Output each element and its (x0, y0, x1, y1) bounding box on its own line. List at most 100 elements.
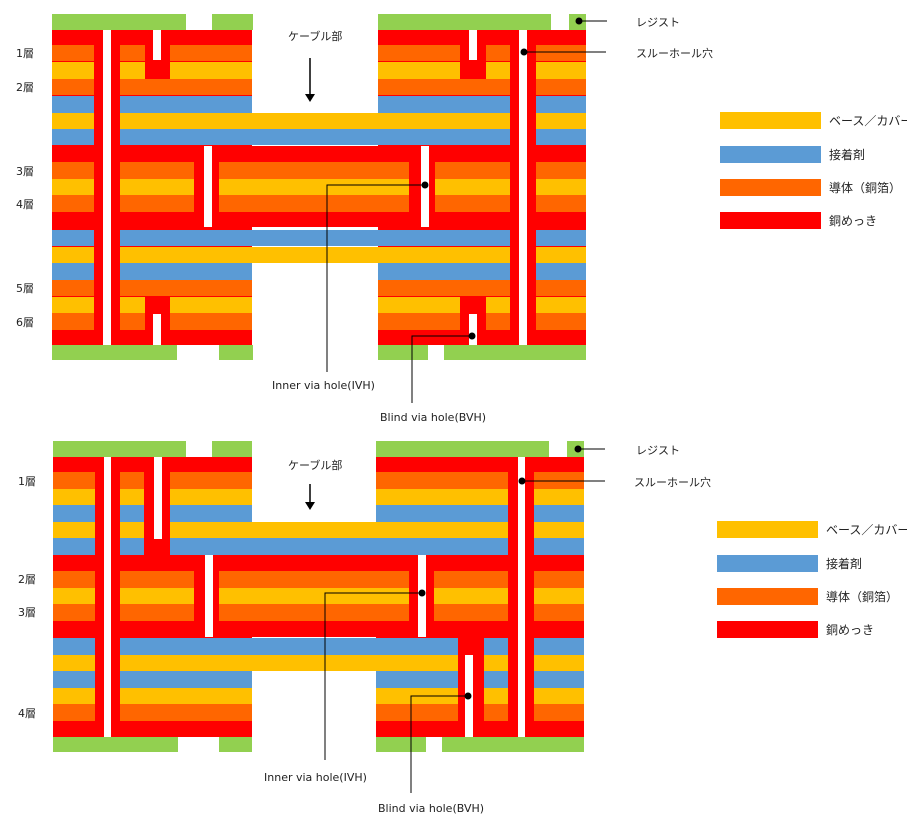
conductor-segment (219, 604, 409, 621)
adhesive-segment (120, 538, 144, 555)
base-segment (52, 247, 94, 263)
bvh-leader-dot-b (464, 692, 472, 700)
ivh-leader-dot (421, 181, 429, 189)
adhesive-segment (120, 230, 510, 246)
conductor-segment (486, 313, 510, 330)
bvh-leader (411, 335, 472, 403)
conductor-segment (120, 79, 252, 95)
conductor-segment (120, 604, 194, 621)
conductor-segment (120, 45, 145, 61)
adhesive-segment (534, 505, 584, 522)
resist-label-b: レジスト (636, 444, 680, 457)
cable-arrow-head (305, 94, 315, 102)
adhesive-segment (170, 538, 508, 555)
conductor-segment (219, 571, 409, 588)
inner-via-hole-left (205, 555, 213, 637)
adhesive-segment (53, 638, 95, 655)
layer-label-2b: 2層 (18, 573, 36, 586)
conductor-segment (486, 45, 510, 61)
resist-leader-dot-b (574, 445, 582, 453)
conductor-segment (53, 604, 95, 621)
through-hole-label: スルーホール穴 (636, 46, 713, 60)
through-hole-right (519, 30, 527, 345)
legend-label-base-b: ベース／カバー (826, 523, 907, 537)
conductor-segment (378, 313, 460, 330)
adhesive-segment (376, 671, 458, 688)
base-segment (534, 489, 584, 505)
bvh-leader-b (410, 695, 468, 793)
resist-bottom-4 (444, 345, 586, 360)
conductor-segment (170, 313, 252, 330)
conductor-segment (170, 472, 252, 489)
conductor-segment (120, 571, 194, 588)
layer-label-3: 3層 (16, 165, 34, 178)
conductor-segment (52, 313, 94, 330)
resist-top-2 (212, 441, 252, 457)
conductor-segment (52, 280, 94, 296)
base-segment (53, 522, 95, 538)
base-segment (486, 297, 510, 313)
conductor-segment (536, 162, 586, 179)
base-segment (484, 688, 508, 704)
cable-section-label: ケーブル部 (288, 29, 342, 43)
conductor-segment (435, 162, 510, 179)
layer-label-4b: 4層 (18, 707, 36, 720)
legend-label-adhesive-b: 接着剤 (826, 556, 862, 571)
adhesive-segment (120, 129, 510, 145)
adhesive-segment (52, 129, 94, 145)
legend-label-plating-b: 銅めっき (826, 623, 874, 637)
base-segment (534, 688, 584, 704)
layer-label-2: 2層 (16, 81, 34, 94)
adhesive-segment (534, 671, 584, 688)
resist-top-1 (53, 441, 186, 457)
conductor-segment (52, 45, 94, 61)
conductor-segment (378, 79, 510, 95)
conductor-segment (378, 280, 510, 296)
base-segment (486, 62, 510, 79)
base-segment (53, 655, 95, 671)
conductor-segment (120, 195, 194, 212)
through-hole-left (104, 457, 111, 737)
adhesive-segment (170, 505, 252, 522)
adhesive-segment (52, 230, 94, 246)
resist-bottom-3 (376, 737, 426, 752)
legend-swatch-base-b (717, 521, 818, 538)
base-segment (534, 655, 584, 671)
legend-swatch-conductor (720, 179, 821, 196)
adhesive-segment (52, 263, 94, 280)
legend-label-plating: 銅めっき (829, 214, 877, 228)
ivh-leader-dot-b (418, 589, 426, 597)
adhesive-segment (536, 129, 586, 145)
base-segment (53, 688, 95, 704)
base-segment (52, 297, 94, 313)
legend-label-conductor-b: 導体（銅箔） (826, 589, 898, 604)
legend-bottom: ベース／カバー 接着剤 導体（銅箔） 銅めっき (717, 521, 907, 638)
base-segment (536, 113, 586, 129)
conductor-segment (484, 704, 508, 721)
conductor-segment (219, 162, 409, 179)
base-segment (120, 179, 194, 195)
conductor-segment (120, 313, 145, 330)
resist-top-1 (52, 14, 186, 30)
conductor-segment (52, 195, 94, 212)
base-segment (120, 522, 144, 538)
base-segment (120, 655, 458, 671)
resist-bottom-1 (52, 345, 177, 360)
conductor-segment (434, 604, 508, 621)
adhesive-segment (376, 505, 508, 522)
legend-swatch-base (720, 112, 821, 129)
base-segment (120, 588, 194, 604)
base-segment (120, 247, 510, 263)
conductor-segment (120, 472, 144, 489)
resist-top-3 (376, 441, 549, 457)
resist-bottom-2 (219, 737, 252, 752)
base-segment (170, 297, 252, 313)
conductor-segment (52, 79, 94, 95)
layer-label-6: 6層 (16, 316, 34, 329)
cable-section-label-b: ケーブル部 (288, 458, 342, 472)
resist-bottom-4 (442, 737, 584, 752)
conductor-segment (219, 195, 409, 212)
conductor-segment (120, 280, 252, 296)
base-segment (378, 297, 460, 313)
bvh-label-b: Blind via hole(BVH) (378, 802, 484, 815)
